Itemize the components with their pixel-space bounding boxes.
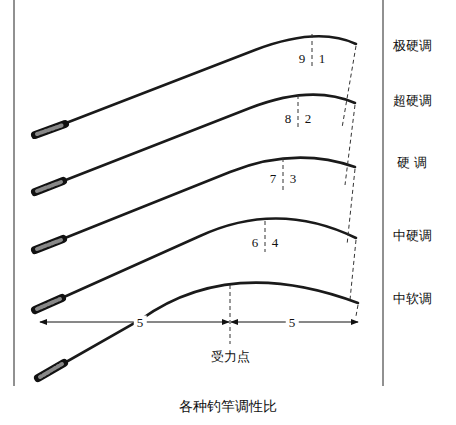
- rod-grip: [35, 239, 63, 250]
- ratio-number: 8: [284, 112, 293, 125]
- action-label: 中软调: [393, 292, 432, 305]
- grip-texture: [37, 125, 63, 134]
- grip-texture: [37, 182, 61, 191]
- force-point-label: 受力点: [209, 349, 252, 364]
- ratio-number: 6: [251, 236, 260, 249]
- bend-mark: [312, 34, 313, 68]
- line-group: [230, 34, 358, 344]
- bend-mark: [283, 158, 284, 190]
- dimension-number: 5: [134, 316, 147, 329]
- ratio-number: 9: [298, 52, 307, 65]
- rod-grip: [35, 298, 62, 310]
- ratio-number: 2: [304, 112, 313, 125]
- bend-mark: [298, 95, 299, 127]
- rod: [35, 158, 355, 250]
- grip-texture: [40, 364, 62, 377]
- fishing-line: [356, 305, 358, 316]
- rod-group: [35, 36, 358, 378]
- action-label: 中硬调: [393, 229, 432, 242]
- frame-line: [14, 0, 15, 386]
- rod-grip: [35, 181, 63, 192]
- frame-line: [383, 0, 384, 386]
- rod: [38, 283, 358, 378]
- figure-caption: 各种钓竿调性比: [179, 400, 277, 414]
- fishing-line: [347, 169, 355, 245]
- grip-texture: [37, 240, 61, 249]
- rod: [35, 218, 356, 310]
- rod-grip: [38, 363, 64, 378]
- rod: [35, 36, 356, 135]
- grip-group: [35, 124, 65, 378]
- ratio-number: 3: [289, 172, 298, 185]
- bend-mark: [265, 221, 266, 252]
- action-label: 硬 调: [397, 156, 426, 169]
- bend-mark: [230, 285, 231, 344]
- fishing-line: [345, 105, 355, 185]
- ratio-number: 1: [318, 52, 327, 65]
- dimension-group: [40, 322, 358, 323]
- action-label: 超硬调: [393, 94, 432, 107]
- dimension-number: 5: [286, 316, 299, 329]
- rod: [35, 95, 355, 192]
- rod-grip: [35, 124, 65, 135]
- ratio-number: 4: [271, 236, 280, 249]
- ratio-number: 7: [269, 172, 278, 185]
- grip-texture: [37, 299, 60, 309]
- fishing-line: [350, 240, 356, 300]
- action-label: 极硬调: [393, 39, 432, 52]
